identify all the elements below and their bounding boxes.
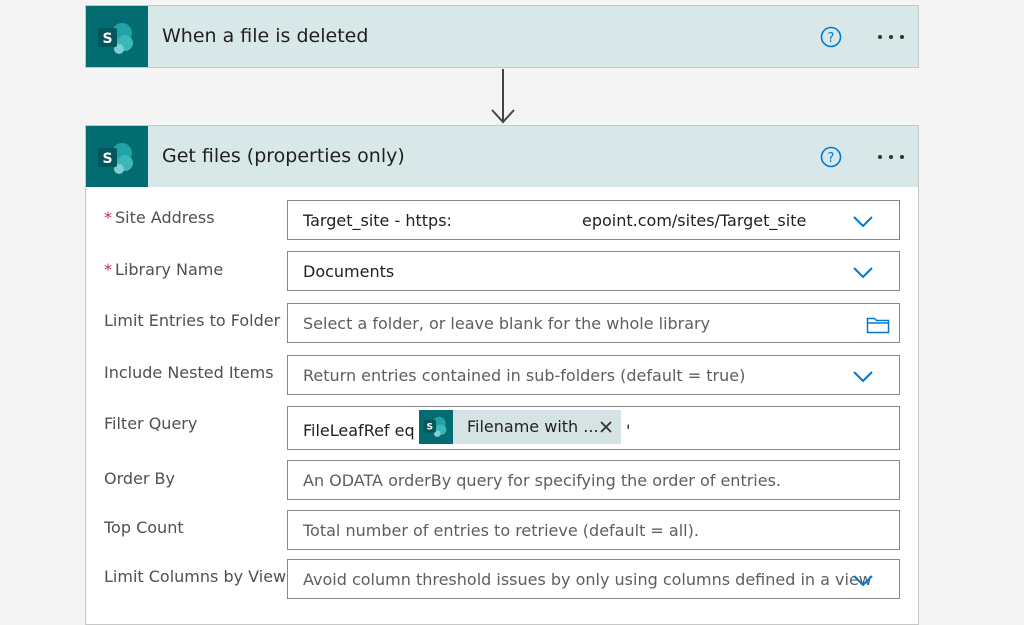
order-by-placeholder: An ODATA orderBy query for specifying th… (303, 471, 781, 490)
filter-query-suffix: ' (626, 421, 631, 440)
site-address-label-text: Site Address (115, 208, 215, 227)
site-address-value-prefix: Target_site - https: (303, 211, 452, 230)
token-sharepoint-tile: S (419, 410, 453, 444)
limit-folder-label: Limit Entries to Folder (104, 311, 281, 330)
more-options-icon[interactable] (876, 148, 906, 166)
close-icon[interactable] (599, 420, 613, 434)
library-name-label-text: Library Name (115, 260, 224, 279)
chevron-down-icon[interactable] (851, 572, 875, 588)
dynamic-content-token[interactable]: S Filename with ... (419, 410, 621, 444)
top-count-placeholder: Total number of entries to retrieve (def… (303, 521, 699, 540)
help-circle-icon[interactable]: ? (820, 146, 842, 168)
order-by-input[interactable]: An ODATA orderBy query for specifying th… (287, 460, 900, 500)
required-marker: * (104, 208, 112, 227)
site-address-dropdown[interactable]: Target_site - https: epoint.com/sites/Ta… (287, 200, 900, 240)
top-count-input[interactable]: Total number of entries to retrieve (def… (287, 510, 900, 550)
sharepoint-logo-icon: S (98, 23, 133, 54)
filter-query-prefix: FileLeafRef eq ' (303, 421, 425, 440)
limit-folder-input[interactable]: Select a folder, or leave blank for the … (287, 303, 900, 343)
trigger-sharepoint-tile: S (86, 6, 148, 67)
site-address-label: *Site Address (104, 208, 215, 227)
sharepoint-logo-icon: S (423, 416, 447, 437)
site-address-value-suffix: epoint.com/sites/Target_site (582, 211, 807, 230)
filter-query-label: Filter Query (104, 414, 198, 433)
svg-text:S: S (427, 423, 434, 433)
svg-text:?: ? (828, 151, 835, 166)
library-name-dropdown[interactable]: Documents (287, 251, 900, 291)
library-name-value: Documents (303, 262, 395, 281)
limit-columns-placeholder: Avoid column threshold issues by only us… (303, 570, 872, 589)
arrow-down-icon (491, 69, 515, 124)
more-options-icon[interactable] (876, 28, 906, 46)
top-count-label: Top Count (104, 518, 184, 537)
limit-folder-placeholder: Select a folder, or leave blank for the … (303, 314, 711, 333)
filter-query-input[interactable]: FileLeafRef eq ' S Filename with ... ' (287, 406, 900, 450)
trigger-card[interactable]: S When a file is deleted ? (85, 5, 919, 68)
trigger-card-header[interactable]: S When a file is deleted ? (86, 6, 918, 67)
svg-text:?: ? (828, 31, 835, 46)
trigger-title: When a file is deleted (162, 25, 369, 47)
required-marker: * (104, 260, 112, 279)
chevron-down-icon[interactable] (851, 213, 875, 229)
folder-icon[interactable] (866, 314, 890, 334)
action-sharepoint-tile: S (86, 126, 148, 187)
svg-text:S: S (102, 31, 112, 47)
svg-text:S: S (102, 151, 112, 167)
sharepoint-logo-icon: S (98, 143, 133, 174)
help-circle-icon[interactable]: ? (820, 26, 842, 48)
action-card-header[interactable]: S Get files (properties only) ? (86, 126, 918, 187)
chevron-down-icon[interactable] (851, 368, 875, 384)
token-label: Filename with ... (467, 417, 599, 436)
order-by-label: Order By (104, 469, 175, 488)
chevron-down-icon[interactable] (851, 264, 875, 280)
nested-items-placeholder: Return entries contained in sub-folders … (303, 366, 746, 385)
nested-items-label: Include Nested Items (104, 363, 274, 382)
library-name-label: *Library Name (104, 260, 223, 279)
limit-columns-label: Limit Columns by View (104, 567, 287, 586)
limit-columns-dropdown[interactable]: Avoid column threshold issues by only us… (287, 559, 900, 599)
nested-items-dropdown[interactable]: Return entries contained in sub-folders … (287, 355, 900, 395)
action-title: Get files (properties only) (162, 145, 405, 167)
